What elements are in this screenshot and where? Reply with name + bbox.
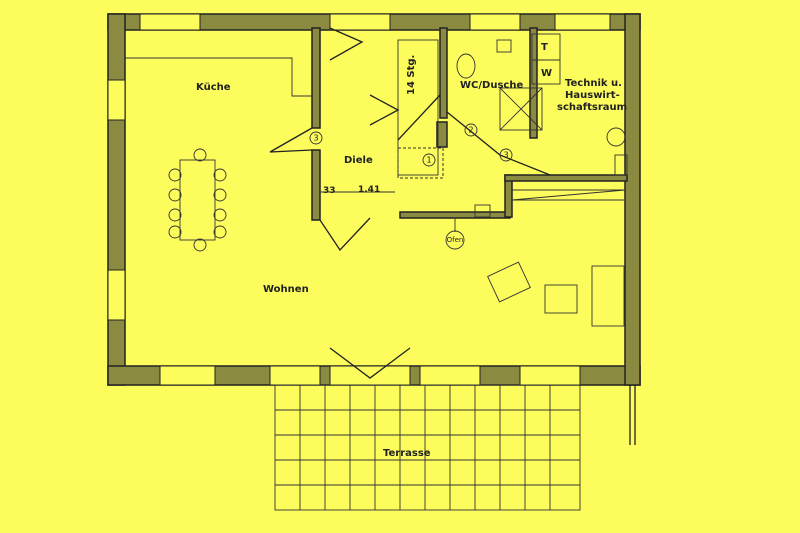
terrace-grid (274, 384, 581, 511)
dimension-141: 1.41 (358, 185, 380, 195)
marker-3a: 3 (313, 134, 318, 143)
label-tech-3: schaftsraum (557, 102, 627, 113)
label-hall: Diele (344, 155, 373, 166)
chairs (168, 148, 227, 252)
marker-1: 1 (426, 156, 431, 165)
marker-2: 2 (468, 126, 473, 135)
label-w: W (541, 68, 552, 79)
stove-label: Ofen (447, 236, 464, 244)
label-t: T (541, 42, 548, 53)
dimension-33: 33 (323, 186, 336, 196)
label-tech-2: Hauswirt- (565, 90, 620, 101)
label-stairs: 14 Stg. (406, 55, 417, 95)
marker-3b: 3 (503, 151, 508, 160)
label-living: Wohnen (263, 284, 309, 295)
label-bath: WC/Dusche (460, 80, 523, 91)
label-terrace: Terrasse (383, 448, 431, 459)
label-kitchen: Küche (196, 82, 231, 93)
label-tech-1: Technik u. (565, 78, 622, 89)
